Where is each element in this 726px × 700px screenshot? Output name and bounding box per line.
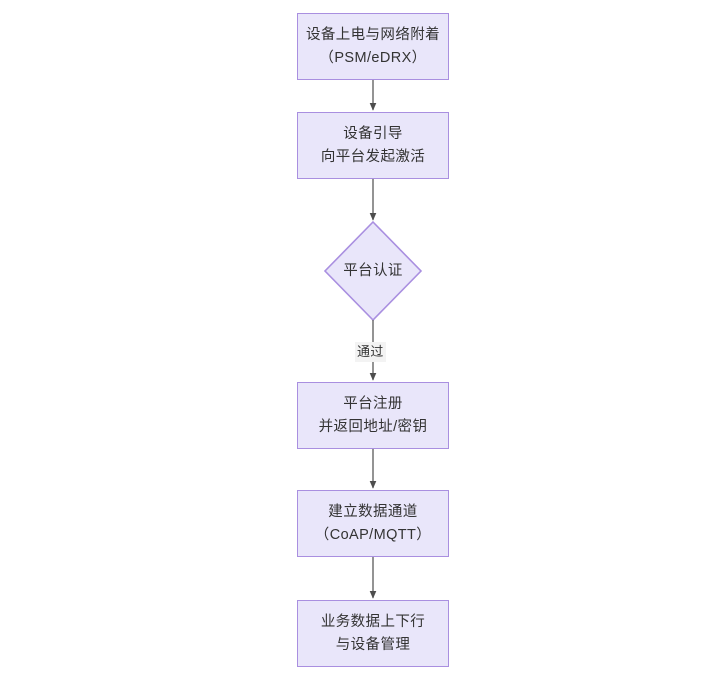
node-channel-line-1: 建立数据通道 (328, 504, 418, 521)
node-boot-line-1: 设备引导 (343, 126, 403, 143)
node-auth-label: 平台认证 (343, 262, 403, 279)
node-device-power-on[interactable]: 设备上电与网络附着 （PSM/eDRX） (297, 13, 449, 80)
node-platform-authentication[interactable]: 平台认证 (325, 222, 421, 320)
node-channel-line-2: （CoAP/MQTT） (314, 526, 432, 543)
node-power-line-2: （PSM/eDRX） (319, 49, 427, 66)
node-service-line-1: 业务数据上下行 (320, 614, 426, 631)
node-service-data-and-device-management[interactable]: 业务数据上下行 与设备管理 (297, 600, 449, 667)
node-register-line-1: 平台注册 (343, 396, 403, 413)
node-power-line-1: 设备上电与网络附着 (305, 27, 441, 44)
node-service-line-2: 与设备管理 (335, 636, 411, 653)
node-boot-line-2: 向平台发起激活 (320, 148, 426, 165)
edge-label-pass: 通过 (355, 342, 386, 363)
node-establish-data-channel[interactable]: 建立数据通道 （CoAP/MQTT） (297, 490, 449, 557)
node-register-line-2: 并返回地址/密钥 (318, 418, 428, 435)
node-device-bootstrap[interactable]: 设备引导 向平台发起激活 (297, 112, 449, 179)
node-platform-registration[interactable]: 平台注册 并返回地址/密钥 (297, 382, 449, 449)
